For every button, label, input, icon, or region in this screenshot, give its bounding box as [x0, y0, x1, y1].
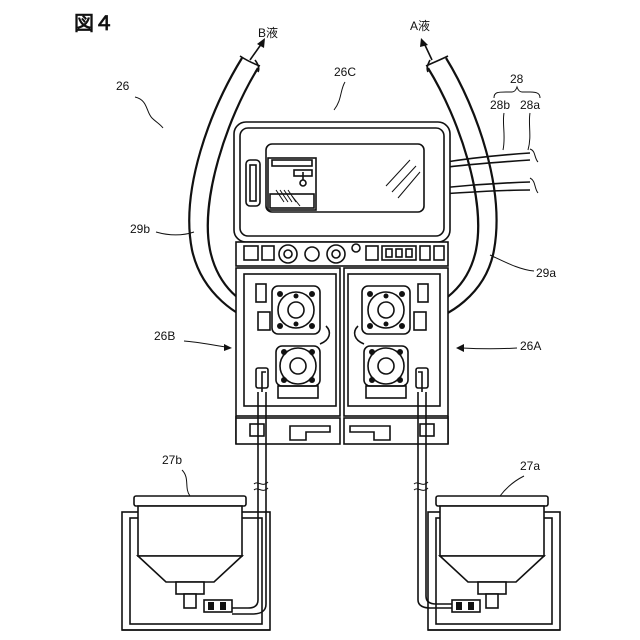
- label-hose-a: 29a: [536, 266, 556, 280]
- tank-27a: [428, 496, 560, 630]
- leader-apparatus: [135, 97, 163, 128]
- tank-27b: [122, 496, 270, 630]
- label-pump-b: 26B: [154, 329, 175, 343]
- leader-cable-a: [528, 113, 530, 150]
- pump-housing-26b: [236, 268, 340, 444]
- label-tank-b: 27b: [162, 453, 182, 467]
- leader-control-unit: [334, 82, 345, 110]
- label-cable-a: 28a: [520, 98, 540, 112]
- leader-hose-b: [156, 232, 194, 235]
- label-cable-group: 28: [510, 72, 524, 86]
- label-pump-a: 26A: [520, 339, 541, 353]
- leader-tank-b: [182, 470, 190, 496]
- leader-tank-a: [500, 476, 524, 496]
- label-hose-b: 29b: [130, 222, 150, 236]
- cables-28: [440, 149, 538, 194]
- figure-title: 図４: [74, 11, 114, 35]
- label-cable-b: 28b: [490, 98, 510, 112]
- a-liquid-arrow: [420, 38, 432, 60]
- label-tank-a: 27a: [520, 459, 540, 473]
- arrow-pump-b: [184, 341, 232, 351]
- connector-strip: [236, 242, 448, 266]
- pump-housing-26a: [344, 268, 448, 444]
- brace-cable-group: [494, 87, 540, 98]
- label-apparatus: 26: [116, 79, 130, 93]
- leader-cable-b: [503, 113, 504, 150]
- arrow-pump-a: [456, 344, 517, 352]
- control-unit-26c: [234, 122, 450, 242]
- label-control-unit: 26C: [334, 65, 356, 79]
- leader-hose-a: [490, 255, 534, 271]
- b-liquid-label: B液: [258, 25, 278, 40]
- a-liquid-label: A液: [410, 18, 430, 33]
- b-liquid-arrow: [250, 38, 265, 60]
